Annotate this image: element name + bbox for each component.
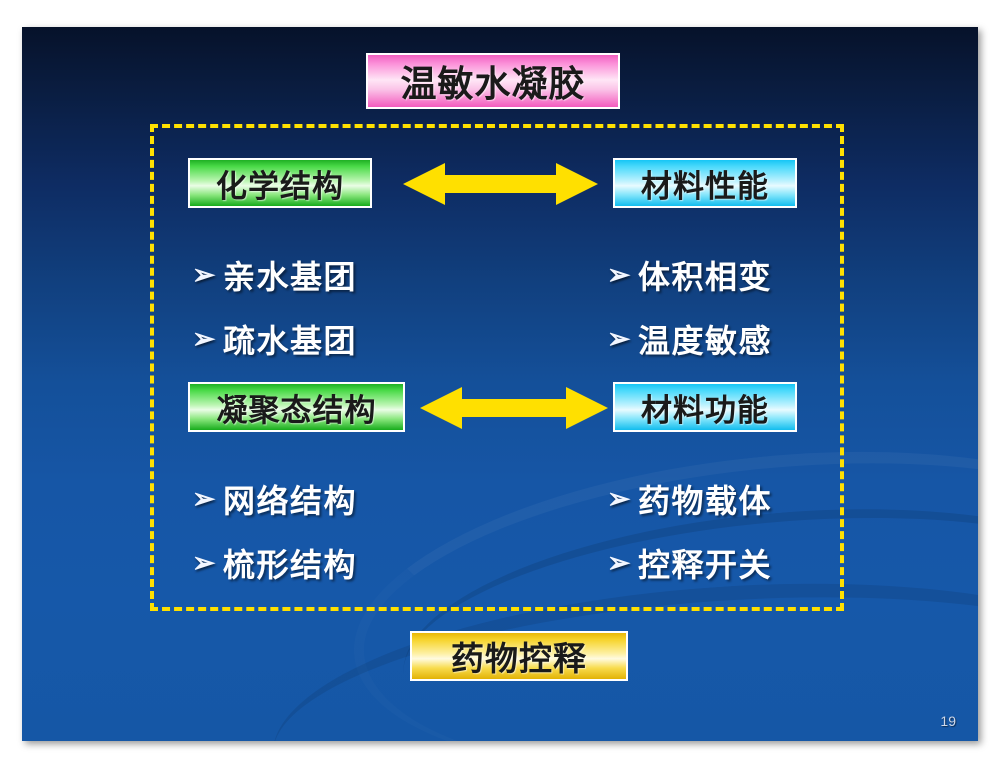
arrow-bullet-icon: ➢ (192, 482, 217, 515)
box-chemical-structure: 化学结构 (188, 158, 372, 208)
slide-canvas: 温敏水凝胶 化学结构 材料性能 ➢ 亲水基团 ➢ 疏水基团 ➢ 体积相变 ➢ 温… (22, 27, 978, 741)
list-item: ➢ 亲水基团 (192, 252, 357, 298)
double-headed-arrow-icon-bottom (420, 387, 608, 429)
dashed-content-frame (150, 124, 844, 611)
list-item-label: 体积相变 (637, 258, 772, 296)
list-item: ➢ 梳形结构 (192, 540, 357, 586)
list-item: ➢ 药物载体 (607, 476, 772, 522)
box-material-property: 材料性能 (613, 158, 797, 208)
box-material-function: 材料功能 (613, 382, 797, 432)
list-item-label: 温度敏感 (637, 322, 772, 360)
arrow-bullet-icon: ➢ (607, 322, 632, 355)
page-number: 19 (940, 713, 956, 729)
list-item: ➢ 疏水基团 (192, 316, 357, 362)
list-item-label: 亲水基团 (222, 258, 357, 296)
list-item: ➢ 体积相变 (607, 252, 772, 298)
box-aggregate-structure: 凝聚态结构 (188, 382, 405, 432)
slide-title-box: 温敏水凝胶 (366, 53, 620, 109)
arrow-bullet-icon: ➢ (607, 482, 632, 515)
list-item-label: 控释开关 (637, 546, 772, 584)
box-drug-controlled-release: 药物控释 (410, 631, 628, 681)
arrow-bullet-icon: ➢ (192, 546, 217, 579)
list-item-label: 疏水基团 (222, 322, 357, 360)
arrow-bullet-icon: ➢ (192, 258, 217, 291)
list-item-label: 网络结构 (222, 482, 357, 520)
list-item: ➢ 控释开关 (607, 540, 772, 586)
list-item: ➢ 温度敏感 (607, 316, 772, 362)
double-headed-arrow-icon-top (403, 163, 598, 205)
list-item: ➢ 网络结构 (192, 476, 357, 522)
arrow-bullet-icon: ➢ (192, 322, 217, 355)
list-item-label: 梳形结构 (222, 546, 357, 584)
list-item-label: 药物载体 (637, 482, 772, 520)
arrow-bullet-icon: ➢ (607, 546, 632, 579)
arrow-bullet-icon: ➢ (607, 258, 632, 291)
